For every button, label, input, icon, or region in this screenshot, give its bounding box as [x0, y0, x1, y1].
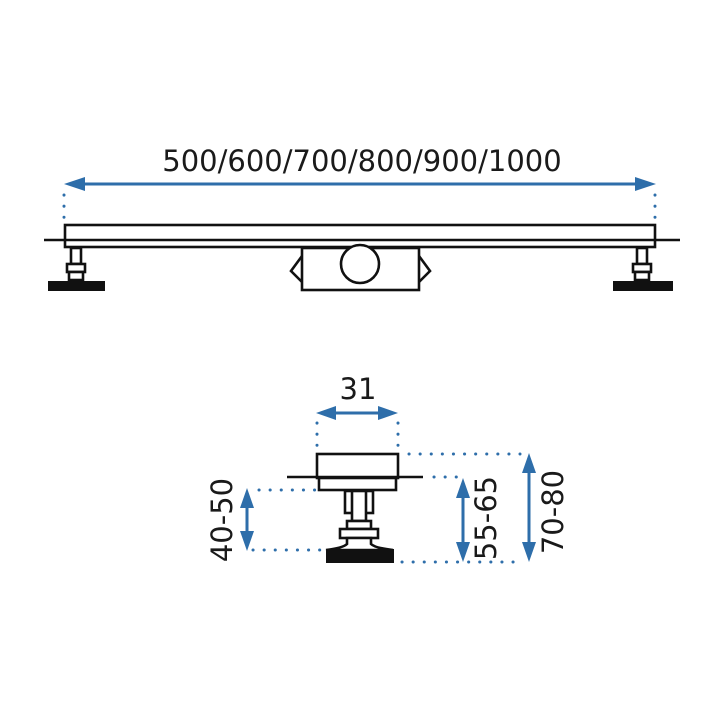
length-label: 500/600/700/800/900/1000 [162, 144, 561, 178]
right-height-label: 70-80 [536, 470, 570, 554]
adjustable-leg [325, 489, 394, 563]
middle-height-label: 55-65 [469, 476, 503, 560]
channel-profile [315, 452, 400, 492]
left-height-arrow [240, 488, 254, 551]
middle-height-arrow [456, 478, 470, 562]
outlet-box [289, 243, 432, 292]
width-label: 31 [340, 372, 377, 406]
width-dimension-arrow [316, 406, 398, 420]
left-height-label: 40-50 [205, 478, 239, 562]
section-view: 31 [205, 372, 570, 564]
drain-channel [63, 223, 657, 249]
elevation-view: 500/600/700/800/900/1000 [44, 144, 680, 292]
right-adjustable-foot [613, 246, 673, 291]
right-height-arrow [522, 453, 536, 562]
left-adjustable-foot [48, 246, 105, 291]
length-dimension-arrow [64, 177, 656, 191]
